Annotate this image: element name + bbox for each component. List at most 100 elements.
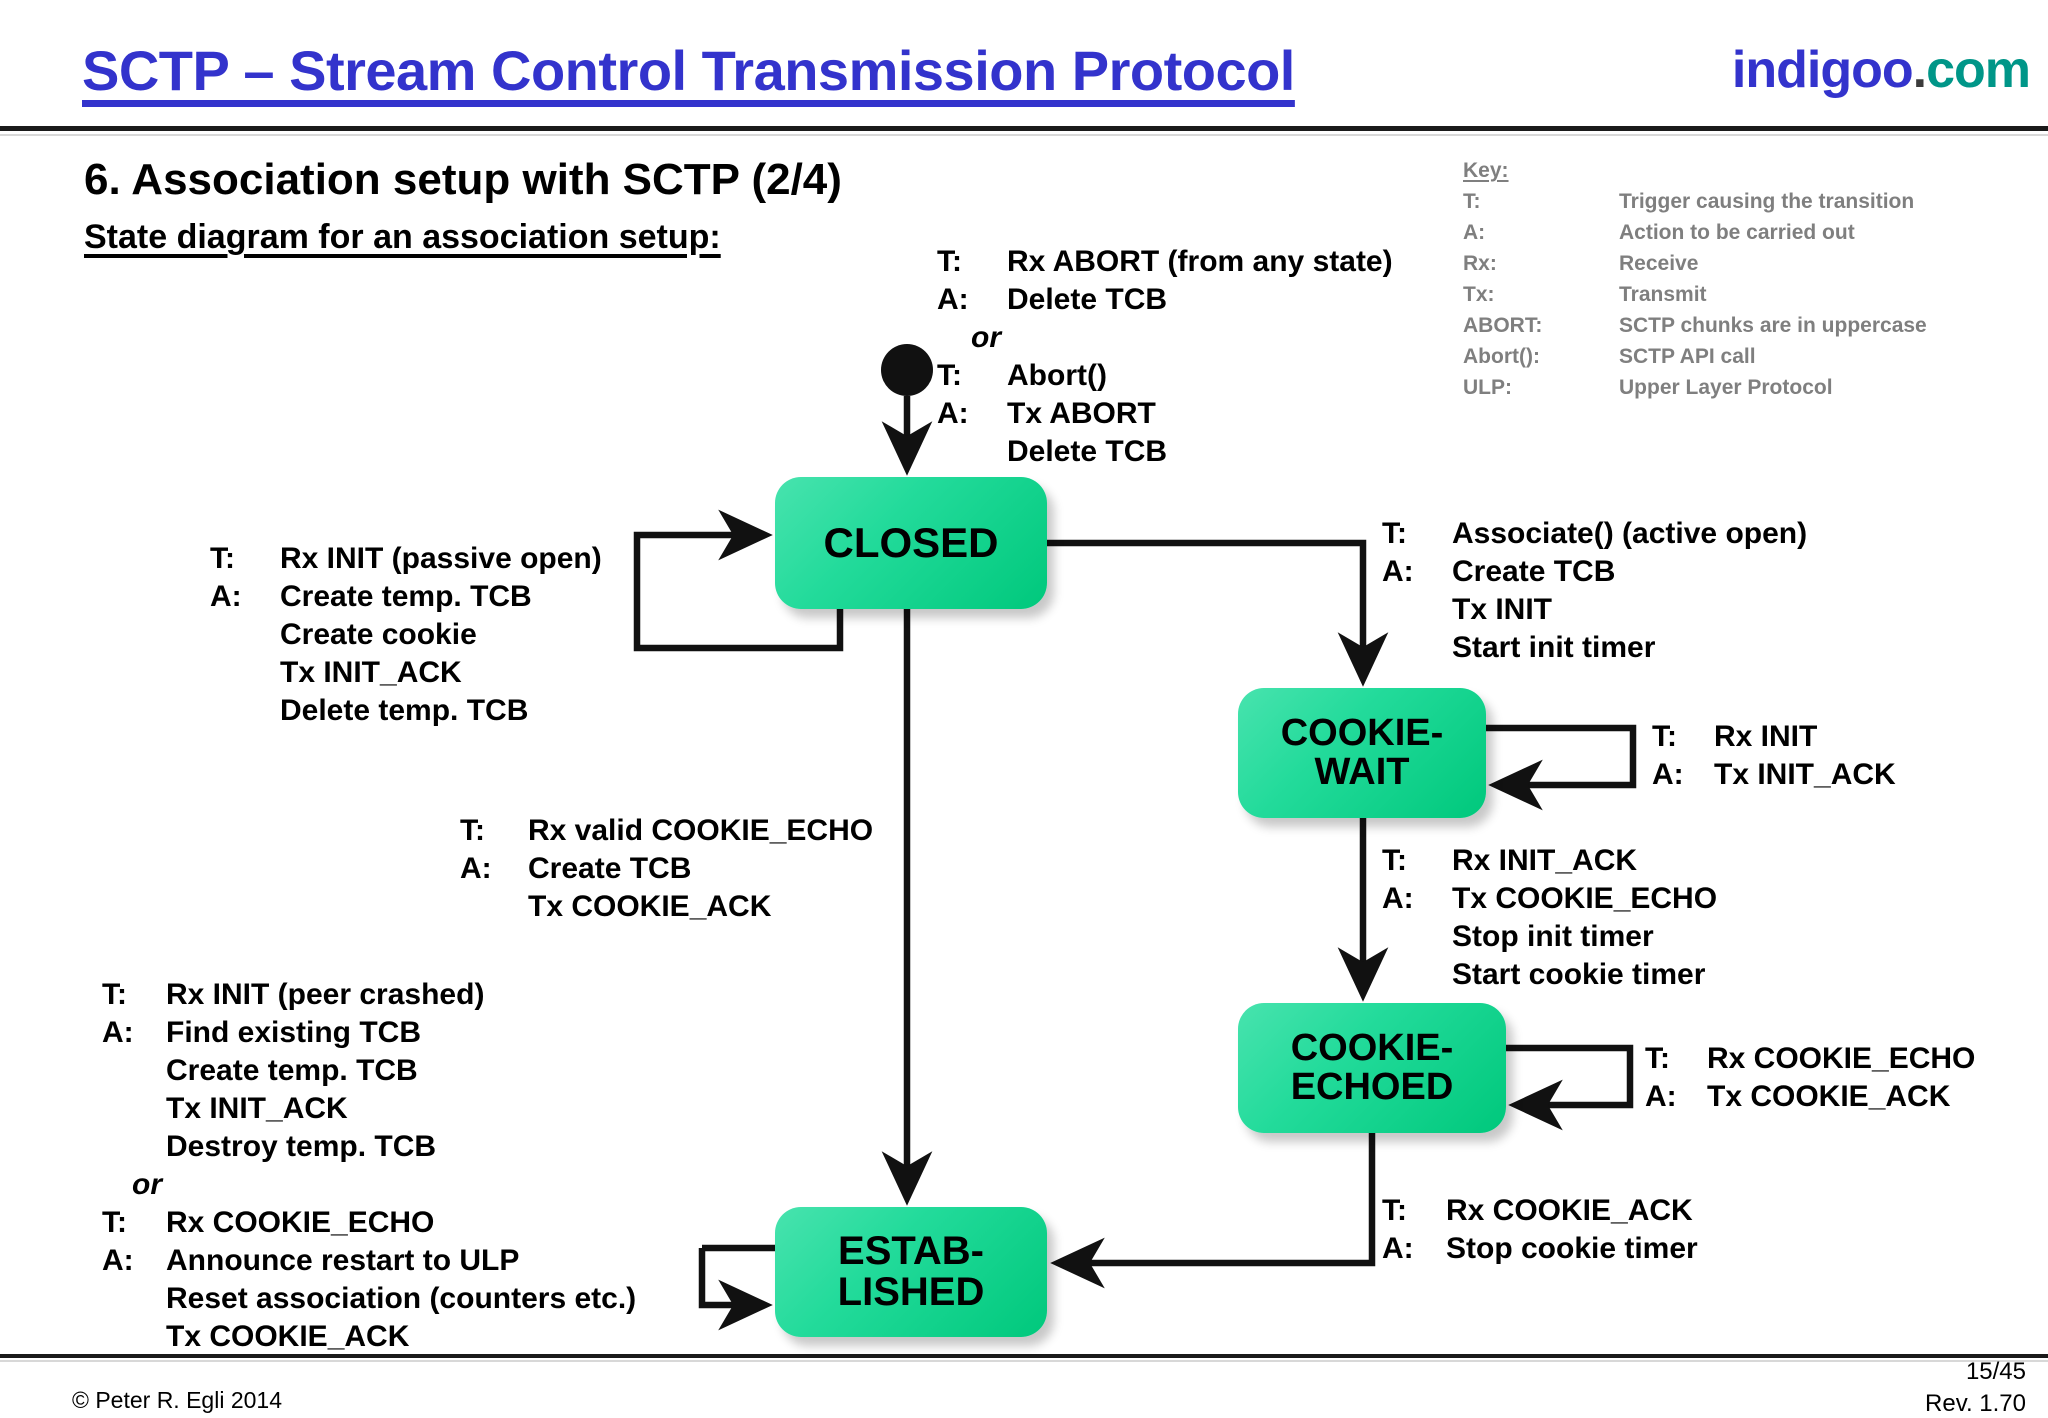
state-label-line2: LISHED [837, 1270, 985, 1314]
action-value: Delete temp. TCB [280, 694, 529, 727]
trigger-value: Abort() [1007, 359, 1107, 392]
action-spacer [937, 433, 1007, 471]
action-key: A: [1382, 882, 1414, 915]
state-label-line2: WAIT [1314, 751, 1410, 793]
action-key: A: [937, 397, 969, 430]
arrow-cookie-wait-self-loop [1486, 724, 1637, 811]
key-term: Rx: [1463, 252, 1497, 275]
trigger-key: T: [1645, 1042, 1670, 1075]
trigger-key: T: [1382, 1194, 1407, 1227]
state-established[interactable]: ESTAB- LISHED [775, 1207, 1047, 1337]
action-value: Tx INIT [1452, 593, 1553, 626]
action-spacer [102, 1280, 166, 1318]
key-definition: SCTP chunks are in uppercase [1619, 314, 1927, 337]
key-definition: Upper Layer Protocol [1619, 376, 1833, 399]
key-term: Abort(): [1463, 345, 1540, 368]
trigger-value: Rx COOKIE_ECHO [166, 1206, 435, 1239]
transition-label-established-self: T: Rx INIT (peer crashed) A: Find existing… [102, 976, 636, 1356]
page-title: 6. Association setup with SCTP (2/4) [84, 155, 842, 204]
key-term: A: [1463, 221, 1486, 244]
action-key: A: [1382, 1232, 1414, 1265]
key-row: ULP:Upper Layer Protocol [1463, 372, 1927, 403]
key-row: Rx: Receive [1463, 248, 1927, 279]
action-spacer [460, 888, 528, 926]
key-definition: Receive [1619, 252, 1699, 275]
key-definition: Transmit [1619, 283, 1707, 306]
action-value: Create temp. TCB [280, 580, 532, 613]
transition-label-cookie-echoed-to-established: T:Rx COOKIE_ACK A:Stop cookie timer [1382, 1192, 1698, 1268]
trigger-value: Rx ABORT (from any state) [1007, 245, 1393, 278]
transition-label-cookie-wait-to-echoed: T:Rx INIT_ACK A:Tx COOKIE_ECHO Stop init… [1382, 842, 1717, 994]
action-spacer [1382, 629, 1452, 667]
action-spacer [102, 1052, 166, 1090]
or-separator: or [971, 321, 1001, 354]
action-value: Find existing TCB [166, 1016, 421, 1049]
initial-state-dot [881, 344, 933, 396]
state-label-line2: ECHOED [1290, 1066, 1454, 1108]
action-key: A: [1382, 555, 1414, 588]
action-spacer [210, 692, 280, 730]
action-value: Tx ABORT [1007, 397, 1156, 430]
trigger-key: T: [102, 978, 127, 1011]
action-spacer [1382, 591, 1452, 629]
state-cookie-echoed[interactable]: COOKIE- ECHOED [1238, 1003, 1506, 1133]
action-value: Stop cookie timer [1446, 1232, 1698, 1265]
action-key: A: [102, 1016, 134, 1049]
key-row: Tx: Transmit [1463, 279, 1927, 310]
key-term: Tx: [1463, 283, 1495, 306]
key-row: A: Action to be carried out [1463, 217, 1927, 248]
action-key: A: [1645, 1080, 1677, 1113]
trigger-value: Rx INIT (peer crashed) [166, 978, 485, 1011]
transition-label-closed-to-cookie-wait: T:Associate() (active open) A:Create TCB… [1382, 515, 1807, 667]
trigger-key: T: [1652, 720, 1677, 753]
action-key: A: [1652, 758, 1684, 791]
state-cookie-wait[interactable]: COOKIE- WAIT [1238, 688, 1486, 818]
action-extra: Delete TCB [1007, 435, 1168, 468]
action-key: A: [210, 580, 242, 613]
action-value: Create cookie [280, 618, 477, 651]
transition-label-cookie-wait-self: T:Rx INIT A:Tx INIT_ACK [1652, 718, 1896, 794]
key-term: T: [1463, 190, 1481, 213]
action-value: Tx COOKIE_ACK [1707, 1080, 1951, 1113]
state-label: CLOSED [823, 518, 999, 566]
action-spacer [210, 616, 280, 654]
trigger-value: Associate() (active open) [1452, 517, 1808, 550]
state-closed[interactable]: CLOSED [775, 477, 1047, 609]
action-value: Tx COOKIE_ECHO [1452, 882, 1718, 915]
trigger-value: Rx INIT (passive open) [280, 542, 602, 575]
key-definition: Action to be carried out [1619, 221, 1855, 244]
brand-name: indigoo [1731, 41, 1914, 99]
indigoo-logo: indigoo.com [1731, 40, 2031, 100]
key-definition: Trigger causing the transition [1619, 190, 1915, 213]
action-value: Tx COOKIE_ACK [166, 1320, 410, 1353]
action-value: Reset association (counters etc.) [166, 1282, 637, 1315]
trigger-key: T: [102, 1206, 127, 1239]
action-value: Create temp. TCB [166, 1054, 418, 1087]
or-separator: or [132, 1168, 162, 1201]
action-value: Tx INIT_ACK [280, 656, 462, 689]
state-label-line1: ESTAB- [838, 1229, 984, 1274]
revision-label: Rev. 1.70 [1925, 1390, 2026, 1417]
key-row: Abort():SCTP API call [1463, 341, 1927, 372]
arrow-established-self-loop [698, 1248, 773, 1331]
action-value: Destroy temp. TCB [166, 1130, 437, 1163]
action-spacer [102, 1318, 166, 1356]
action-value: Announce restart to ULP [166, 1244, 520, 1277]
action-value: Tx COOKIE_ACK [528, 890, 772, 923]
key-heading: Key: [1463, 159, 1509, 182]
page-header: SCTP – Stream Control Transmission Proto… [0, 0, 2048, 128]
trigger-key: T: [937, 359, 962, 392]
action-spacer [1382, 956, 1452, 994]
key-row: ABORT:SCTP chunks are in uppercase [1463, 310, 1927, 341]
action-key: A: [102, 1244, 134, 1277]
transition-label-cookie-echoed-self: T:Rx COOKIE_ECHO A:Tx COOKIE_ACK [1645, 1040, 1975, 1116]
trigger-key: T: [460, 814, 485, 847]
action-value: Stop init timer [1452, 920, 1654, 953]
trigger-value: Rx INIT [1714, 720, 1818, 753]
action-key: A: [937, 283, 969, 316]
brand-dot: . [1912, 41, 1927, 99]
trigger-key: T: [210, 542, 235, 575]
trigger-value: Rx INIT_ACK [1452, 844, 1638, 877]
action-value: Delete TCB [1007, 283, 1168, 316]
